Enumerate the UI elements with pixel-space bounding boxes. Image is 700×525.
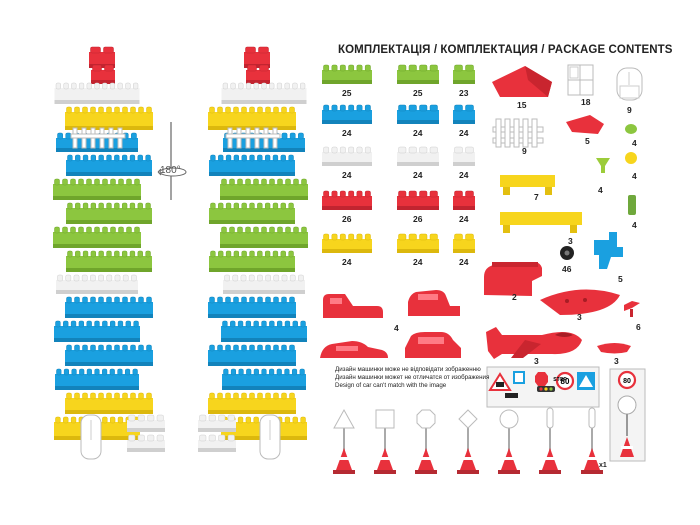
sign-stand-piece [333,408,355,474]
stop-sign-label: STOP [553,377,567,383]
brick-count: 25 [413,88,423,98]
window-piece [567,64,594,96]
brick-piece [322,190,372,210]
yellow-bar-count: 7 [534,192,539,202]
brick-piece [397,190,439,210]
fire-truck-count: 2 [512,292,517,302]
brick-count: 26 [342,214,352,224]
sign-stand-piece [498,409,520,474]
brick-piece [397,64,439,84]
plane-body [486,327,582,359]
roof-count: 15 [517,100,527,110]
brick-piece [397,146,439,166]
plane-count: 3 [534,356,539,366]
door-count: 9 [627,105,632,115]
red-tray-piece [540,289,620,315]
green-round-count: 4 [632,138,637,148]
small-roof-count: 5 [585,136,590,146]
rotate-label: 180° [160,165,181,176]
wheel-count: 46 [562,264,572,274]
brick-grid [322,64,475,253]
yellow-bar-piece-long [500,212,582,233]
brick-count: 23 [459,88,469,98]
connector-piece [594,232,623,269]
brick-piece [322,146,372,166]
brick-piece [322,233,372,253]
rotate-180-icon [157,122,187,200]
brick-count: 24 [342,128,352,138]
brick-piece [322,64,372,84]
bottle-count: 4 [632,220,637,230]
brick-piece [453,104,475,124]
sign-stand-piece [581,407,603,474]
brick-piece [453,146,475,166]
brick-count: 24 [459,214,469,224]
propeller-count: 6 [636,322,641,332]
funnel-count: 4 [598,185,603,195]
brick-count: 26 [413,214,423,224]
bottle-piece [628,195,636,215]
signs-multiplier: x1 [599,462,607,469]
funnel-piece [596,158,610,173]
tower-left [53,46,165,460]
brick-piece [453,190,475,210]
brick-piece [322,104,372,124]
yellow-bar-piece [500,175,555,195]
roof-piece [492,66,552,97]
brick-piece [453,64,475,84]
sign-stand-piece [415,409,437,474]
sign-stand-piece [374,409,396,474]
connector-count: 5 [618,274,623,284]
brick-count: 24 [413,257,423,267]
sign-sticker-2 [609,368,646,462]
fire-truck-body [484,262,542,296]
brick-count: 24 [342,257,352,267]
road-sign-stands [333,407,603,474]
brick-piece [453,233,475,253]
yellow-bar-long-count: 3 [568,236,573,246]
small-red-count: 3 [614,356,619,366]
brick-count: 24 [413,128,423,138]
brick-piece [397,233,439,253]
speed-sign-label-2: 80 [623,378,631,385]
car-design-note: Дизайн машинки може не відповідати зобра… [335,366,490,389]
brick-count: 24 [459,170,469,180]
brick-count: 24 [342,170,352,180]
road-sign-sticker [486,366,600,408]
small-roof-piece [566,115,604,134]
sign-stand-piece [457,409,479,474]
fence-piece [492,118,544,148]
sign-stand-piece [539,407,561,474]
brick-count: 25 [342,88,352,98]
tower-right [198,46,308,460]
brick-count: 24 [459,257,469,267]
propeller-piece [624,301,640,317]
door-piece [616,67,643,101]
package-contents-title: КОМПЛЕКТАЦІЯ / КОМПЛЕКТАЦИЯ / PACKAGE CO… [338,44,673,56]
brick-count: 24 [413,170,423,180]
car-bodies [320,290,461,358]
car-body-count: 4 [394,323,399,333]
brick-piece [397,104,439,124]
fence-count: 9 [522,146,527,156]
yellow-round-count: 4 [632,171,637,181]
brick-count: 24 [459,128,469,138]
yellow-round-piece [625,152,637,164]
window-count: 18 [581,97,591,107]
red-tray-count: 3 [577,312,582,322]
speed-sign-label: 80 [561,377,570,386]
small-red-piece [597,343,631,354]
green-round-piece [625,124,637,134]
